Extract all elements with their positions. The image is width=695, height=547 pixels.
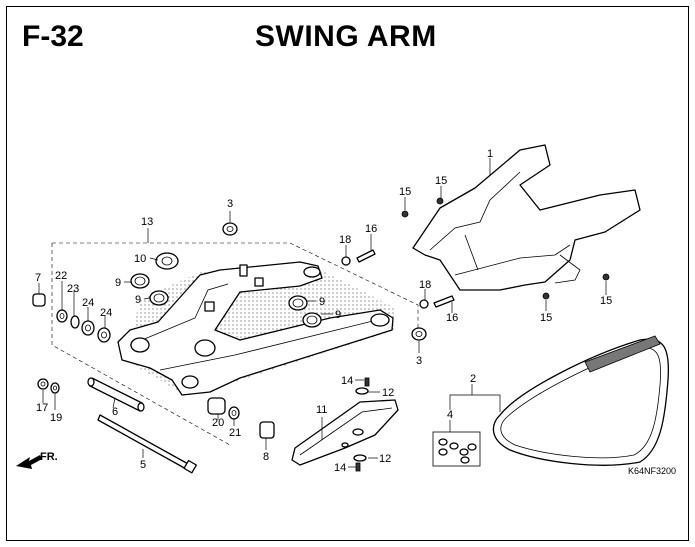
- callout-18b: 18: [419, 279, 431, 291]
- callout-15d: 15: [540, 312, 552, 324]
- callout-9b: 9: [135, 294, 141, 306]
- callout-2: 2: [470, 373, 476, 385]
- callout-14a: 14: [341, 375, 353, 387]
- callout-19: 19: [50, 412, 62, 424]
- callout-20: 20: [212, 417, 224, 429]
- figure-code: F-32: [22, 20, 84, 53]
- callout-9a: 9: [115, 277, 121, 289]
- chain-joint-kit: [432, 431, 481, 467]
- chain-guard: [291, 399, 399, 466]
- pivot-bolt: [97, 414, 197, 474]
- callout-23: 23: [67, 283, 79, 295]
- callout-15c: 15: [600, 295, 612, 307]
- callout-11: 11: [316, 404, 327, 416]
- callout-13: 13: [141, 216, 153, 228]
- diagram-frame: [6, 6, 689, 541]
- callout-17: 17: [36, 402, 48, 414]
- callout-8: 8: [263, 451, 269, 463]
- callout-10: 10: [134, 253, 146, 265]
- callout-9c: 9: [319, 296, 325, 308]
- diagram-code: K64NF3200: [628, 466, 676, 476]
- callout-16a: 16: [365, 223, 377, 235]
- callout-16b: 16: [446, 312, 458, 324]
- callout-24a: 24: [82, 297, 94, 309]
- callout-22: 22: [55, 270, 67, 282]
- callout-7: 7: [35, 272, 41, 284]
- callout-4: 4: [447, 409, 453, 421]
- swing-arm: [117, 261, 395, 396]
- callout-12a: 12: [382, 387, 394, 399]
- callout-6: 6: [112, 406, 118, 418]
- swing-arm-assembly-outline: [51, 242, 419, 446]
- rear-fender-hugger: [412, 144, 641, 291]
- callout-3: 3: [227, 198, 233, 210]
- bearings-and-seals: [32, 197, 610, 472]
- callout-labels: 1 2 3 3 4 5 6 7 8 9 9 9 9 10 11 12 12 13…: [35, 148, 612, 474]
- front-label: FR.: [40, 451, 58, 463]
- leader-lines: [38, 158, 607, 468]
- pivot-collar: [87, 377, 145, 412]
- callout-15b: 15: [399, 186, 411, 198]
- callout-21: 21: [229, 427, 241, 439]
- callout-15a: 15: [435, 175, 447, 187]
- callout-18a: 18: [339, 234, 351, 246]
- drive-chain: [492, 335, 670, 466]
- callout-14b: 14: [334, 462, 346, 474]
- callout-24b: 24: [100, 307, 112, 319]
- callout-12b: 12: [379, 453, 391, 465]
- callout-1: 1: [487, 148, 493, 160]
- page-title: SWING ARM: [255, 20, 437, 53]
- callout-5: 5: [140, 459, 146, 471]
- front-direction-indicator: FR.: [16, 451, 58, 469]
- callout-3b: 3: [416, 355, 422, 367]
- callout-9d: 9: [335, 309, 341, 321]
